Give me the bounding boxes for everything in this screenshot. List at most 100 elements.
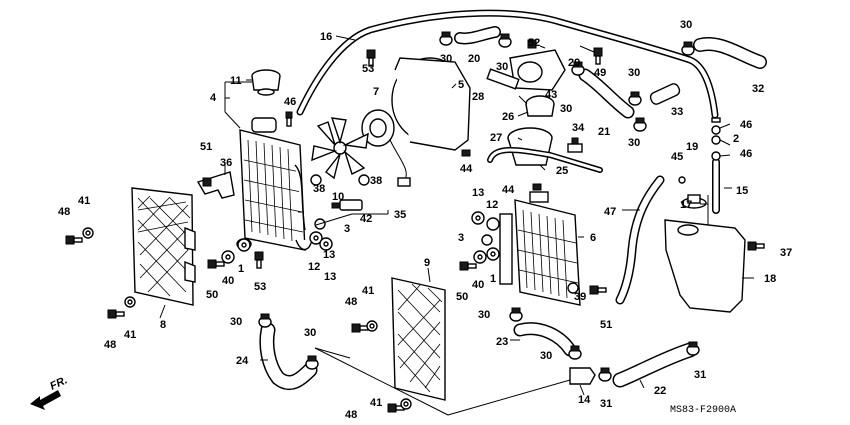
callout-40: 40 — [472, 279, 484, 291]
callout-15: 15 — [736, 185, 748, 197]
callout-51: 51 — [200, 141, 212, 153]
callout-51: 51 — [600, 319, 612, 331]
callout-labels: 16 30 20 30 52 53 29 49 30 30 5 11 4 46 … — [58, 19, 792, 421]
callout-30: 30 — [540, 350, 552, 362]
callout-30: 30 — [628, 137, 640, 149]
overflow-hose-16 — [296, 9, 719, 119]
callout-5: 5 — [458, 79, 464, 91]
callout-21: 21 — [598, 126, 610, 138]
callout-29: 29 — [568, 57, 580, 69]
hose-23 — [513, 322, 577, 357]
callout-36: 36 — [220, 157, 232, 169]
callout-42: 42 — [360, 213, 372, 225]
callout-19: 19 — [686, 141, 698, 153]
callout-46: 46 — [284, 96, 296, 108]
callout-47: 47 — [604, 206, 616, 218]
callout-41: 41 — [362, 285, 374, 297]
callout-45: 45 — [671, 151, 683, 163]
callout-38: 38 — [370, 175, 382, 187]
callout-41: 41 — [370, 397, 382, 409]
callout-24: 24 — [236, 355, 249, 367]
tube-47 — [615, 175, 665, 305]
joint-14 — [569, 367, 596, 385]
hose-32 — [693, 37, 767, 69]
callout-31: 31 — [694, 369, 706, 381]
callout-48: 48 — [104, 339, 116, 351]
callout-30: 30 — [304, 327, 316, 339]
callout-26: 26 — [502, 111, 514, 123]
callout-30: 30 — [496, 61, 508, 73]
fan-shroud-5 — [391, 57, 471, 151]
callout-13: 13 — [472, 187, 484, 199]
callout-44: 44 — [502, 184, 515, 196]
callout-35: 35 — [394, 209, 406, 221]
callout-46: 46 — [740, 119, 752, 131]
callout-30: 30 — [440, 53, 452, 65]
callout-8: 8 — [160, 319, 166, 331]
callout-52: 52 — [528, 37, 540, 49]
callout-13: 13 — [324, 271, 336, 283]
direction-label: FR. — [48, 374, 69, 392]
callout-28: 28 — [472, 91, 484, 103]
right-radiator-6 — [499, 191, 581, 306]
callout-53: 53 — [362, 63, 374, 75]
callout-30: 30 — [478, 309, 490, 321]
callout-3: 3 — [344, 223, 350, 235]
callout-43: 43 — [545, 89, 557, 101]
callout-7: 7 — [373, 86, 379, 98]
callout-3: 3 — [458, 232, 464, 244]
callout-25: 25 — [556, 165, 568, 177]
fan-motor-7 — [361, 109, 411, 187]
callout-30: 30 — [560, 103, 572, 115]
callout-39: 39 — [574, 291, 586, 303]
front-direction-indicator: FR. — [30, 374, 69, 410]
callout-22: 22 — [654, 385, 666, 397]
callout-44: 44 — [460, 163, 473, 175]
callout-20: 20 — [468, 53, 480, 65]
callout-31: 31 — [600, 398, 612, 410]
callout-16: 16 — [320, 31, 332, 43]
callout-6: 6 — [590, 232, 596, 244]
callout-12: 12 — [486, 199, 498, 211]
leader-lines — [159, 35, 754, 416]
callout-10: 10 — [332, 191, 344, 203]
reserve-tank-18 — [664, 195, 746, 313]
callout-2: 2 — [733, 133, 739, 145]
water-pipe-25 — [487, 147, 603, 173]
callout-50: 50 — [456, 291, 468, 303]
right-grille-9 — [391, 277, 446, 401]
callout-48: 48 — [58, 206, 70, 218]
callout-50: 50 — [206, 289, 218, 301]
bracket-36 — [196, 171, 235, 199]
callout-32: 32 — [752, 83, 764, 95]
callout-14: 14 — [578, 394, 591, 406]
callout-48: 48 — [345, 409, 357, 421]
joint-33 — [649, 83, 681, 105]
callout-18: 18 — [764, 273, 776, 285]
callout-41: 41 — [78, 195, 90, 207]
hose-24 — [259, 322, 318, 390]
callout-9: 9 — [424, 257, 430, 269]
callout-53: 53 — [254, 281, 266, 293]
hose-22 — [612, 342, 698, 388]
callout-34: 34 — [572, 122, 585, 134]
thermo-switch-10 — [331, 199, 363, 211]
hose-20 — [454, 26, 501, 45]
left-grille-8 — [131, 187, 196, 306]
tank-cap-17 — [681, 194, 707, 209]
callout-46: 46 — [740, 148, 752, 160]
callout-27: 27 — [490, 132, 502, 144]
callout-41: 41 — [124, 329, 136, 341]
callout-30: 30 — [680, 19, 692, 31]
diagram-code: MS83-F2900A — [670, 405, 736, 416]
callout-11: 11 — [230, 75, 242, 87]
callout-12: 12 — [308, 261, 320, 273]
radiator-cap-11 — [251, 69, 281, 96]
callout-49: 49 — [594, 67, 606, 79]
callout-4: 4 — [210, 92, 217, 104]
callout-17: 17 — [680, 199, 692, 211]
callout-30: 30 — [628, 67, 640, 79]
bleed-bolt-34 — [567, 137, 583, 153]
callout-23: 23 — [496, 336, 508, 348]
